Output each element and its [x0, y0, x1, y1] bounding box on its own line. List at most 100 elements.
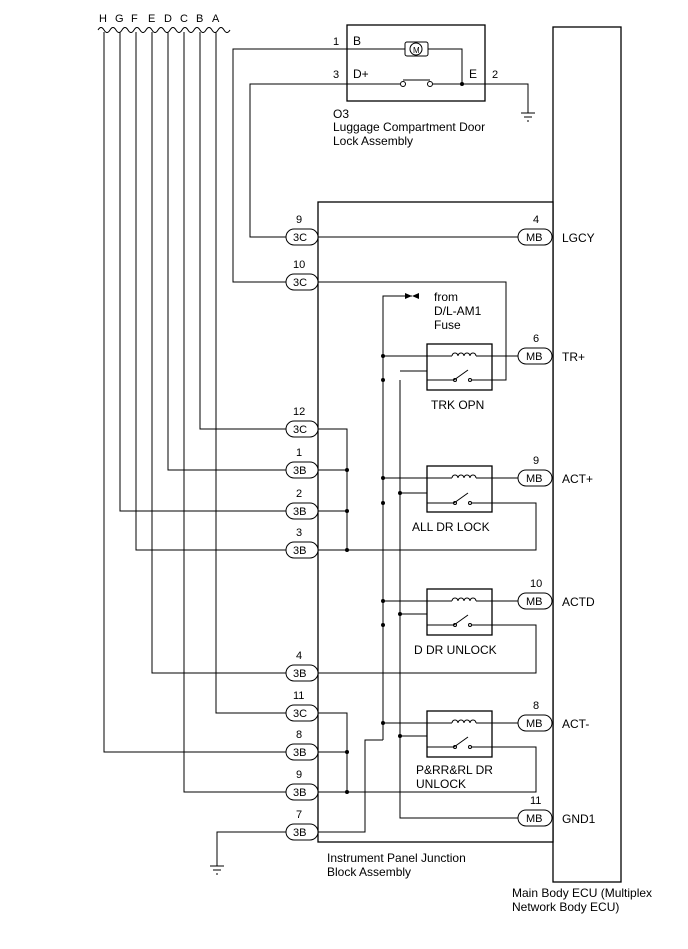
connector-3b-2: 2 3B — [285, 488, 319, 520]
lock-pin2-number: 2 — [492, 69, 498, 81]
svg-text:4: 4 — [296, 650, 302, 662]
relay-coil-icon — [451, 597, 477, 602]
svg-text:MB: MB — [526, 351, 543, 363]
junction-internal-wiring — [318, 236, 537, 833]
connector-mb-4-lgcy: 4 MB LGCY — [517, 214, 595, 246]
svg-text:7: 7 — [296, 809, 302, 821]
wire-lock-b — [232, 48, 347, 283]
lock-assembly-id: O3 — [333, 107, 349, 121]
harness-break-line — [97, 27, 231, 33]
connector-mb-8-actminus: 8 MB ACT- — [517, 700, 589, 732]
signal-lgcy: LGCY — [562, 231, 595, 245]
lock-assembly: 1 B 3 D+ E 2 M O3 Luggage Compartment Do… — [333, 24, 535, 148]
relay-label-prr-1: P&RR&RL DR — [416, 763, 493, 777]
svg-text:MB: MB — [526, 232, 543, 244]
svg-text:3C: 3C — [293, 232, 307, 244]
connector-mb-10-actd: 10 MB ACTD — [517, 578, 595, 610]
relay-label-prr-2: UNLOCK — [416, 777, 466, 791]
ground-icon — [210, 865, 224, 875]
harness-letters: H G F E D C B A — [97, 13, 231, 33]
svg-text:MB: MB — [526, 596, 543, 608]
junction-dots — [345, 354, 402, 794]
connector-3b-7: 7 3B — [285, 809, 319, 841]
svg-text:3: 3 — [296, 527, 302, 539]
svg-text:4: 4 — [533, 214, 539, 226]
signal-gnd1: GND1 — [562, 812, 596, 826]
ecu-name-1: Main Body ECU (Multiplex — [512, 886, 652, 900]
harness-letter-h: H — [99, 13, 107, 25]
harness-letter-g: G — [115, 13, 124, 25]
svg-text:3B: 3B — [293, 827, 306, 839]
wire-f — [135, 32, 286, 551]
fuse-note-1: from — [434, 290, 458, 304]
svg-text:6: 6 — [533, 333, 539, 345]
svg-text:10: 10 — [530, 578, 542, 590]
wire-h — [103, 32, 286, 753]
signal-actminus: ACT- — [562, 717, 589, 731]
svg-text:3B: 3B — [293, 787, 306, 799]
svg-text:3B: 3B — [293, 668, 306, 680]
wire-3b7-ground — [216, 831, 286, 866]
lock-assembly-name-1: Luggage Compartment Door — [333, 120, 485, 134]
ecu-name-2: Network Body ECU) — [512, 900, 619, 914]
junction-block-name-2: Block Assembly — [327, 865, 411, 879]
connector-mb-11-gnd1: 11 MB GND1 — [517, 795, 596, 827]
svg-text:3B: 3B — [293, 506, 306, 518]
wire-e — [151, 32, 286, 674]
relay-coil-icon — [451, 352, 477, 357]
svg-text:9: 9 — [296, 214, 302, 226]
relay-all-dr-lock — [426, 465, 493, 513]
harness-wires — [103, 32, 286, 793]
harness-letter-d: D — [164, 13, 172, 25]
relay-d-dr-unlock — [426, 588, 493, 636]
relay-prr-rl-dr-unlock — [426, 710, 493, 758]
signal-actplus: ACT+ — [562, 472, 593, 486]
connector-3b-9: 9 3B — [285, 769, 319, 801]
lock-pin3-label: D+ — [353, 67, 369, 81]
svg-text:3B: 3B — [293, 545, 306, 557]
svg-text:MB: MB — [526, 718, 543, 730]
lock-assembly-name-2: Lock Assembly — [333, 134, 413, 148]
connector-3c-9: 9 3C — [285, 214, 319, 246]
junction-block-name-1: Instrument Panel Junction — [327, 851, 466, 865]
relay-coil-icon — [451, 474, 477, 479]
lock-pin3-number: 3 — [333, 69, 339, 81]
lock-pin1-label: B — [353, 34, 361, 48]
left-connectors: 9 3C 10 3C 12 3C 1 3B 2 3B 3 3B — [285, 214, 319, 841]
connector-3b-1: 1 3B — [285, 447, 319, 479]
fuse-note-2: D/L-AM1 — [434, 304, 482, 318]
signal-actd: ACTD — [562, 595, 595, 609]
connector-3b-3: 3 3B — [285, 527, 319, 559]
relay-label-trk-opn: TRK OPN — [431, 398, 484, 412]
harness-letter-a: A — [212, 13, 220, 25]
svg-text:9: 9 — [296, 769, 302, 781]
connector-3b-8: 8 3B — [285, 729, 319, 761]
svg-text:1: 1 — [296, 447, 302, 459]
wire-lock-dplus — [249, 83, 347, 238]
switch-contact-icon — [400, 81, 406, 87]
wire-a — [215, 32, 286, 714]
wire-b — [199, 32, 286, 430]
relay-label-d-dr-unlock: D DR UNLOCK — [414, 643, 497, 657]
svg-text:2: 2 — [296, 488, 302, 500]
connector-3c-10: 10 3C — [285, 259, 319, 291]
wire-c — [183, 32, 286, 793]
fuse-note-3: Fuse — [434, 318, 461, 332]
harness-letter-f: F — [131, 13, 138, 25]
svg-text:11: 11 — [530, 795, 541, 807]
lock-pin1-number: 1 — [333, 36, 339, 48]
main-body-ecu — [552, 26, 622, 883]
svg-text:3B: 3B — [293, 465, 306, 477]
svg-text:11: 11 — [293, 690, 304, 702]
wire-g — [119, 32, 286, 512]
connector-mb-6-trplus: 6 MB TR+ — [517, 333, 585, 365]
connector-3c-11: 11 3C — [285, 690, 319, 722]
relay-label-all-dr-lock: ALL DR LOCK — [412, 520, 490, 534]
connector-3c-12: 12 3C — [285, 406, 319, 438]
motor-label: M — [413, 46, 420, 55]
svg-text:12: 12 — [293, 406, 305, 418]
relay-trk-opn — [426, 343, 493, 391]
svg-text:8: 8 — [296, 729, 302, 741]
wire-d — [167, 32, 286, 471]
